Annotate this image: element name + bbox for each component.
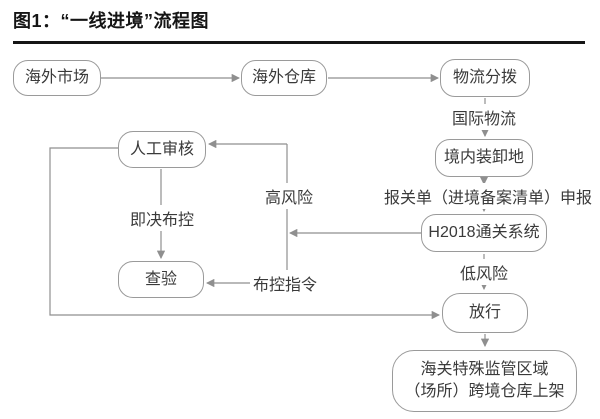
edge-label-low-risk: 低风险 (456, 259, 512, 285)
edge-manual-review-to-release (49, 147, 441, 320)
edge-label-declaration: 报关单（进境备案清单）申报 (380, 183, 596, 209)
edge-label-immediate-control: 即决布控 (126, 205, 198, 231)
node-domestic-loading: 境内装卸地 (435, 139, 533, 177)
node-h2018-system: H2018通关系统 (421, 214, 547, 252)
node-manual-review: 人工审核 (118, 131, 206, 168)
node-bonded-warehouse: 海关特殊监管区域 （场所）跨境仓库上架 (392, 350, 577, 412)
node-bonded-warehouse-line2: （场所）跨境仓库上架 (404, 383, 565, 400)
node-overseas-warehouse: 海外仓库 (241, 60, 327, 96)
edge-label-international-logistics: 国际物流 (448, 104, 520, 130)
node-overseas-market: 海外市场 (13, 60, 101, 96)
node-inspection: 查验 (118, 261, 204, 298)
figure-title: 图1：“一线进境”流程图 (13, 11, 210, 31)
edge-label-high-risk: 高风险 (261, 183, 317, 209)
title-divider (13, 41, 585, 44)
edge-label-control-order: 布控指令 (249, 270, 321, 296)
node-logistics-distribution: 物流分拨 (440, 59, 530, 97)
node-bonded-warehouse-line1: 海关特殊监管区域 (420, 361, 549, 379)
node-release: 放行 (442, 293, 528, 333)
